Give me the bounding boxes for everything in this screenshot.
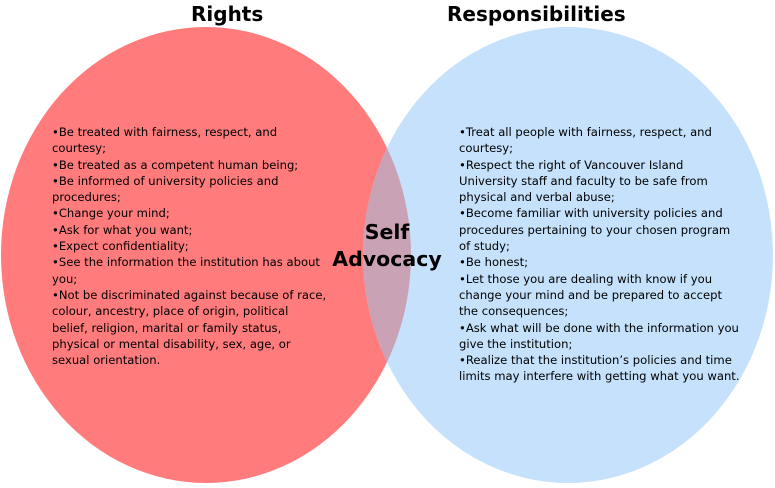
rights-item: •See the information the institution has…	[52, 255, 320, 286]
rights-item: •Expect confidentiality;	[52, 239, 189, 254]
center-label-line2: Advocacy	[332, 247, 442, 271]
responsibility-item: •Become familiar with university policie…	[459, 206, 731, 254]
responsibility-item: •Realize that the institution’s policies…	[459, 353, 740, 384]
responsibilities-list: •Treat all people with fairness, respect…	[459, 124, 744, 385]
rights-item: •Change your mind;	[52, 206, 170, 221]
self-advocacy-label: Self Advocacy	[322, 219, 452, 273]
rights-item: •Not be discriminated against because of…	[52, 287, 327, 368]
rights-list: •Be treated with fairness, respect, and …	[52, 124, 327, 368]
responsibility-item: •Ask what will be done with the informat…	[459, 320, 739, 351]
responsibility-item: •Treat all people with fairness, respect…	[459, 125, 712, 156]
rights-item: •Be treated with fairness, respect, and …	[52, 125, 278, 156]
responsibility-item: •Let those you are dealing with know if …	[459, 271, 723, 319]
rights-circle	[1, 27, 411, 483]
rights-title: Rights	[191, 2, 264, 26]
responsibility-item: •Be honest;	[459, 255, 529, 270]
rights-item: •Ask for what you want;	[52, 222, 193, 237]
responsibilities-circle	[363, 27, 773, 483]
center-label-line1: Self	[364, 220, 410, 244]
rights-item: •Be informed of university policies and …	[52, 173, 279, 205]
rights-item: •Be treated as a competent human being;	[52, 157, 299, 172]
responsibilities-title: Responsibilities	[447, 2, 626, 26]
responsibility-item: •Respect the right of Vancouver Island U…	[459, 157, 708, 205]
